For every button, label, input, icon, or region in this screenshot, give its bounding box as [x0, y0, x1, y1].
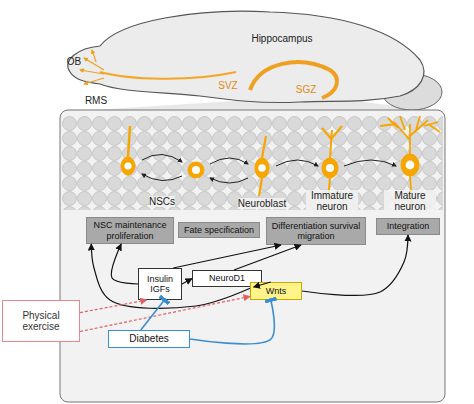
- factor-box: Insulin IGFs: [138, 268, 182, 300]
- transition-arrows: [276, 160, 318, 166]
- arrow-line: [173, 245, 281, 268]
- box-text: Differentiation survival migration: [269, 221, 363, 241]
- process-box: Fate specification: [178, 222, 260, 238]
- region-label: SGZ: [296, 84, 317, 95]
- process-box: Integration: [376, 218, 440, 235]
- box-text: Physical exercise: [5, 310, 77, 332]
- cell-illustration: [128, 126, 130, 157]
- box-text: Fate specification: [184, 225, 254, 235]
- arrow-line: [182, 279, 192, 285]
- region-label: Hippocampus: [251, 33, 312, 44]
- process-box: Differentiation survival migration: [266, 217, 366, 245]
- arrow-line: [302, 235, 408, 295]
- inhibition-line: [190, 300, 274, 344]
- brain-outline: [68, 11, 424, 102]
- cell-illustration: [322, 158, 338, 178]
- transition-arrows: [142, 154, 182, 162]
- box-text: NeuroD1: [209, 273, 245, 283]
- transition-arrows: [210, 158, 248, 164]
- arrow-line: [91, 244, 250, 308]
- brain-outline: [60, 11, 445, 112]
- cell-illustration: [192, 166, 200, 174]
- cell-label: Mature neuron: [384, 190, 436, 212]
- cell-illustration: [326, 164, 334, 172]
- cell-illustration: [322, 126, 342, 200]
- neurogenic-pathway: [92, 50, 96, 62]
- cell-label: Neuroblast: [238, 198, 286, 209]
- neurogenic-pathway: [84, 58, 104, 70]
- neurogenic-pathway: [100, 72, 236, 79]
- dotted-arrow: [80, 296, 250, 331]
- inhibition-line: [141, 300, 165, 330]
- cell-label: Immature neuron: [306, 190, 358, 212]
- cell-illustration: [401, 154, 419, 176]
- arrow-line: [234, 245, 301, 270]
- cell-illustration: [188, 162, 204, 178]
- region-label: OB: [67, 56, 81, 67]
- box-text: Integration: [387, 221, 430, 231]
- process-box: NSC maintenance proliferation: [86, 217, 174, 244]
- region-label: RMS: [85, 95, 107, 106]
- arrow-line: [111, 244, 138, 284]
- transition-arrows: [142, 154, 396, 183]
- transition-arrows: [210, 178, 248, 183]
- neurogenic-pathway: [250, 62, 337, 98]
- transition-arrows: [142, 174, 182, 181]
- dotted-arrow: [80, 300, 147, 313]
- cell-illustration: [258, 164, 266, 172]
- modulator-box: Diabetes: [108, 330, 190, 348]
- neurogenic-pathway: [80, 50, 337, 98]
- factor-box: Wnts: [250, 282, 302, 300]
- cell-label: NSCs: [149, 196, 175, 207]
- region-label: SVZ: [218, 80, 237, 91]
- cell-illustration: [124, 162, 131, 169]
- neurogenic-pathway: [80, 70, 104, 74]
- cell-illustration: [406, 161, 415, 170]
- transition-arrows: [344, 160, 396, 166]
- box-text: Diabetes: [129, 333, 168, 344]
- box-text: Wnts: [266, 286, 287, 296]
- neurogenic-pathway: [84, 78, 104, 84]
- cell-illustration: [259, 136, 266, 196]
- cell-illustration: [121, 157, 135, 175]
- cell-illustration: [255, 158, 269, 178]
- modulator-box: Physical exercise: [2, 300, 80, 342]
- zoom-panel: [60, 110, 445, 402]
- arrow-line: [254, 282, 271, 287]
- box-text: NSC maintenance proliferation: [89, 220, 171, 240]
- box-text: Insulin IGFs: [141, 274, 179, 294]
